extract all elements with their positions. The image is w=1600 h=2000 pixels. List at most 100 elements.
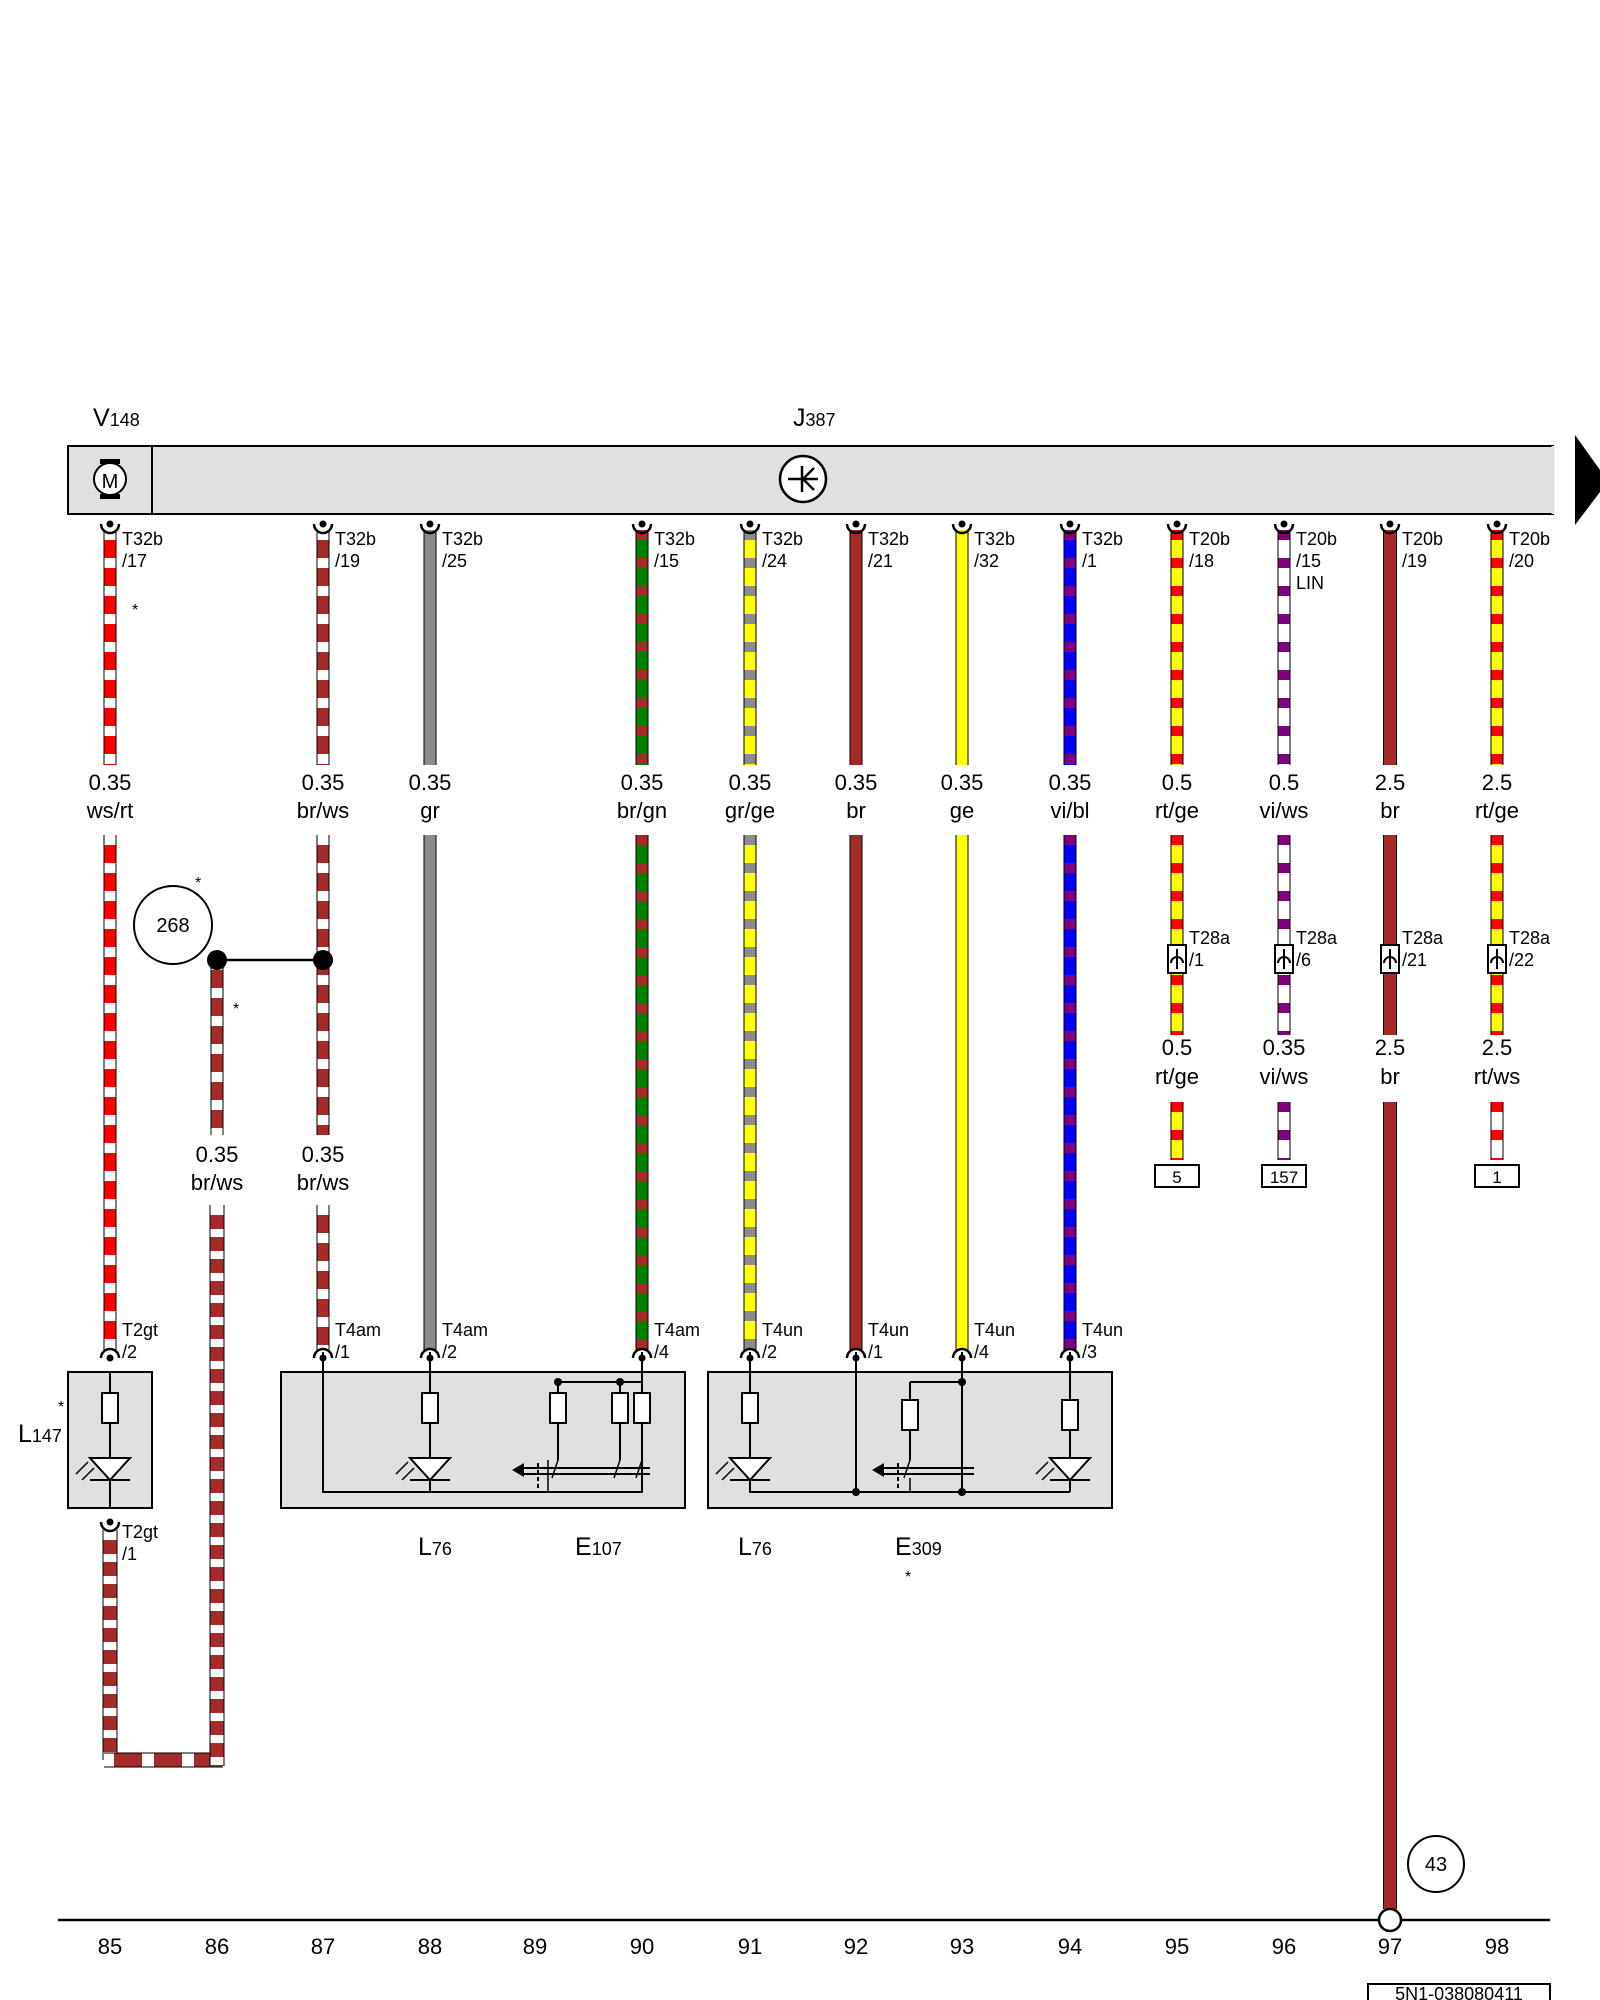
label-l76-b: L76 [738, 1533, 772, 1561]
ref-box-label: 1 [1492, 1168, 1501, 1187]
wire-size: 0.5 [1162, 1035, 1193, 1060]
connector-pin: /1 [335, 1342, 350, 1362]
connector-pin-icon [1166, 520, 1188, 535]
continuation-arrow-icon [1575, 435, 1600, 525]
connector-pin-icon [631, 520, 653, 535]
connector-label: T28a [1509, 928, 1551, 948]
connector-pin-icon [99, 1347, 121, 1362]
wire-93-bottom [955, 835, 969, 1350]
label-e309: E309 [895, 1533, 942, 1561]
connector-pin: /19 [335, 551, 360, 571]
track-number-98: 98 [1485, 1934, 1509, 1959]
wire-color-code: br/gn [617, 798, 667, 823]
connector-label: T32b [122, 529, 163, 549]
label-l147: L147 [18, 1420, 62, 1448]
connector-pin: /4 [654, 1342, 669, 1362]
wire-87-bottom [316, 1205, 330, 1350]
wire-96-mid [1277, 835, 1291, 1035]
wire-92-top [849, 530, 863, 765]
wire-87-mid [316, 835, 330, 1135]
star-wire-86: * [233, 1001, 239, 1018]
ref-box: 1 [1474, 1164, 1520, 1188]
connector-pin: /3 [1082, 1342, 1097, 1362]
connector-pin: /2 [122, 1342, 137, 1362]
wire-95-top [1170, 530, 1184, 765]
wire-size: 0.35 [196, 1142, 239, 1167]
connector-pin: /1 [122, 1544, 137, 1564]
star-268: * [195, 875, 201, 892]
led-icon [1047, 1457, 1093, 1482]
wire-color-code: br/ws [297, 798, 350, 823]
connector-pin: /1 [1082, 551, 1097, 571]
doc-code: 5N1-038080411 [1395, 1984, 1523, 2000]
connector-pin: /24 [762, 551, 787, 571]
led-icon [727, 1457, 773, 1482]
label-e107: E107 [575, 1533, 622, 1561]
wire-color-code: ge [950, 798, 974, 823]
wire-91-bottom [743, 835, 757, 1350]
connector-pin-icon [312, 520, 334, 535]
connector-label: T4am [654, 1320, 700, 1340]
wire-90-bottom [635, 835, 649, 1350]
connector-label: T20b [1402, 529, 1443, 549]
wire-color-code: br [1380, 1064, 1400, 1089]
connector-label: T4am [335, 1320, 381, 1340]
motor-box [67, 445, 153, 515]
connector-pin: /25 [442, 551, 467, 571]
connector-label: T4am [442, 1320, 488, 1340]
wire-size: 0.35 [1049, 770, 1092, 795]
component-e107 [280, 1352, 686, 1509]
connector-label: T2gt [122, 1320, 158, 1340]
wire-85-top [103, 530, 117, 765]
wire-85-mid [103, 835, 117, 1350]
label-j387: J387 [793, 404, 836, 432]
wire-size: 0.35 [941, 770, 984, 795]
ref-box: 5 [1154, 1164, 1200, 1188]
wire-93-top [955, 530, 969, 765]
track-number-96: 96 [1272, 1934, 1296, 1959]
wire-94-top [1063, 530, 1077, 765]
wire-color-code: ws/rt [86, 798, 133, 823]
wire-size: 2.5 [1482, 770, 1513, 795]
connector-label: T4un [1082, 1320, 1123, 1340]
wire-labels: T2gt/2T2gt/1T32b/170.35ws/rt0.35br/ws0.3… [86, 520, 1551, 1564]
connector-label: T32b [1082, 529, 1123, 549]
wire-91-top [743, 530, 757, 765]
wire-size: 0.35 [1263, 1035, 1306, 1060]
track-number-97: 97 [1378, 1934, 1402, 1959]
wire-86-top [210, 960, 224, 1135]
connector-label: T28a [1296, 928, 1338, 948]
connector-label: T28a [1402, 928, 1444, 948]
connector-label: T32b [335, 529, 376, 549]
connector-label: T20b [1296, 529, 1337, 549]
wire-94-bottom [1063, 835, 1077, 1350]
connector-pin-icon [739, 520, 761, 535]
wire-color-code: vi/ws [1260, 798, 1309, 823]
connector-pin-icon [1379, 520, 1401, 535]
connector-pin-icon [312, 1347, 334, 1362]
doc-code-box [1367, 1983, 1551, 2000]
wire-97-top [1383, 530, 1397, 765]
junction-268: 268 * [133, 875, 333, 970]
connector-pin-icon [1059, 1347, 1081, 1362]
wire-color-code: br [1380, 798, 1400, 823]
connector-pin-icon [631, 1347, 653, 1362]
star-e309: * [905, 1569, 911, 1586]
connector-label: T32b [442, 529, 483, 549]
connector-pin-icon [1486, 520, 1508, 535]
star-l147: * [58, 1399, 64, 1416]
control-unit-j387: M [67, 435, 1600, 525]
inline-connector-icon [1380, 944, 1400, 974]
track-number-90: 90 [630, 1934, 654, 1959]
wire-size: 0.5 [1269, 770, 1300, 795]
ref-circle-268 [133, 885, 213, 965]
connector-pin: /21 [868, 551, 893, 571]
wire-88-top [423, 530, 437, 765]
motor-letter: M [102, 471, 119, 493]
wire-color-code: rt/ge [1475, 798, 1519, 823]
connector-pin: /21 [1402, 950, 1427, 970]
ref-box: 157 [1261, 1164, 1307, 1188]
connector-pin-icon [739, 1347, 761, 1362]
wire-color-code: gr/ge [725, 798, 775, 823]
